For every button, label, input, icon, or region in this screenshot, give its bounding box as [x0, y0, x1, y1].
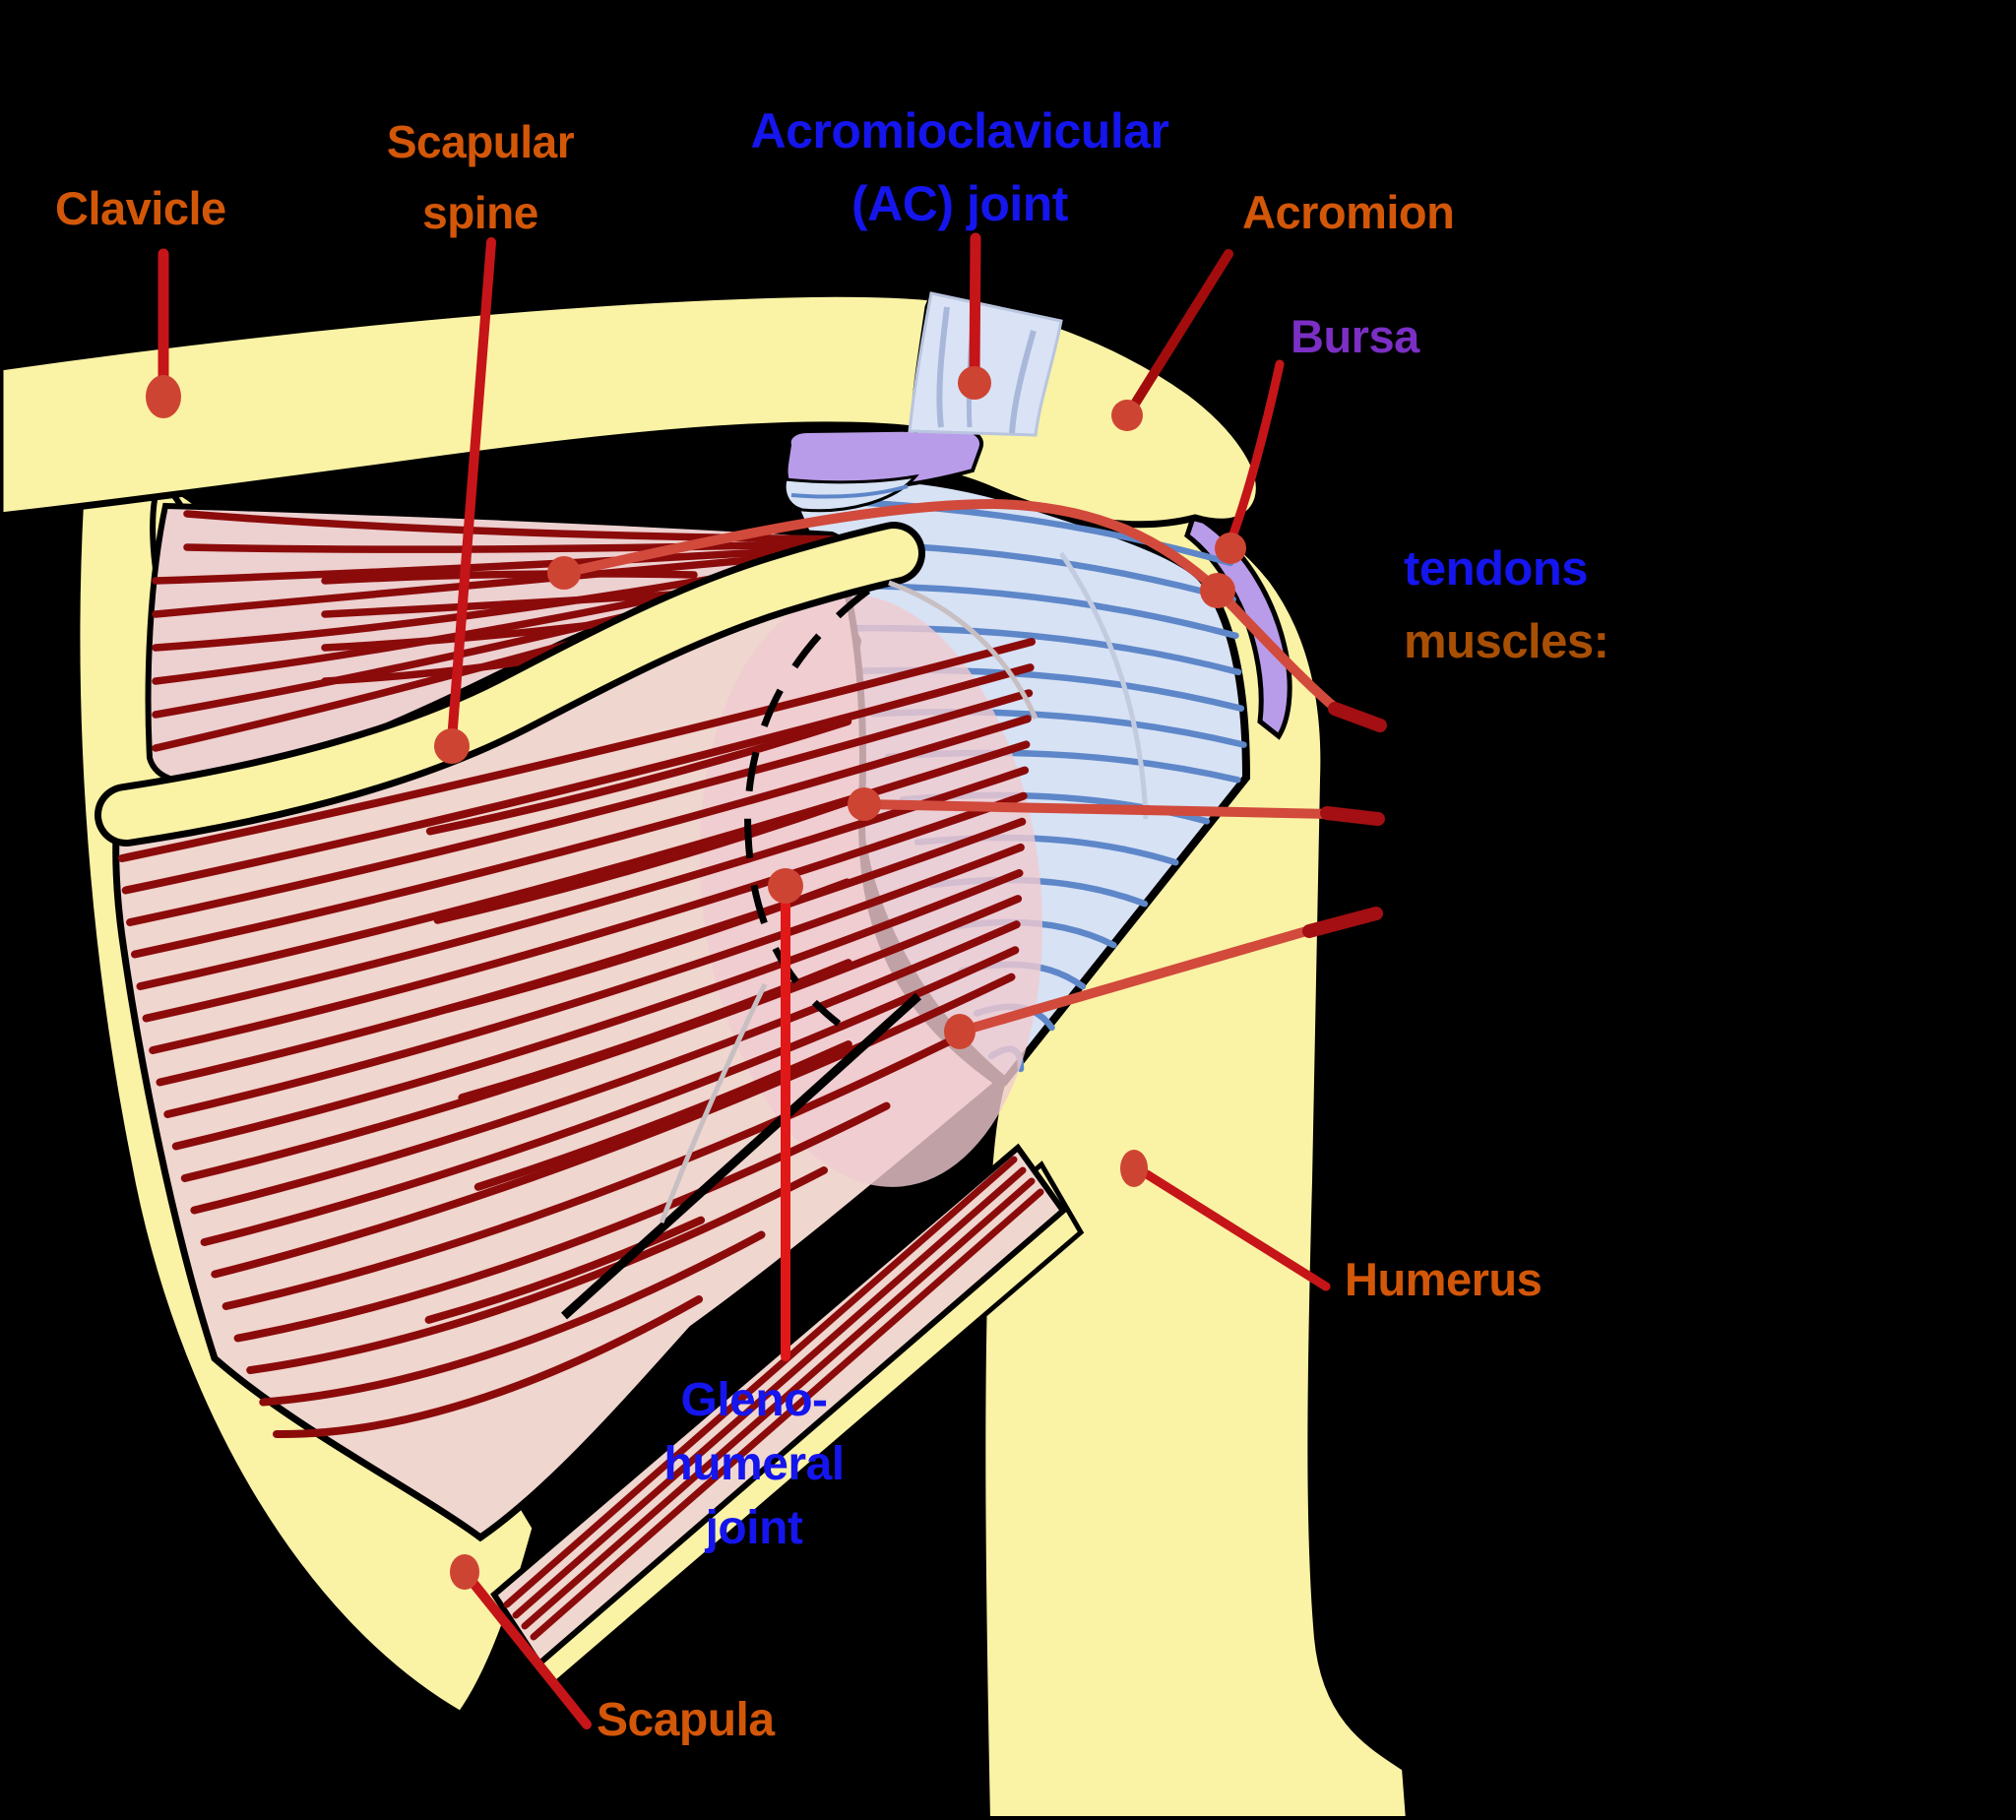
clavicle-dot: [146, 375, 181, 418]
supraspinatus-muscle: [145, 502, 856, 785]
scapular-spine-bone: [94, 522, 925, 847]
glenohumeral-label-line3: joint: [705, 1502, 803, 1554]
ac-joint-pointer: [969, 232, 981, 380]
bursa-dot: [1215, 533, 1246, 564]
tendons-label: tendons: [1404, 542, 1589, 596]
cuff-lower-dot: [944, 1014, 976, 1049]
scapular-spine-label: Scapular spine: [338, 106, 623, 248]
acromion-dot: [1111, 400, 1143, 431]
glenohumeral-label: Gleno- humeral joint: [606, 1368, 902, 1560]
humerus-dot: [1120, 1150, 1148, 1187]
ac-joint-label-line2: (AC) joint: [851, 176, 1068, 231]
bursa-pointer: [1227, 359, 1285, 544]
scapula-dot: [450, 1554, 479, 1590]
humerus-label: Humerus: [1345, 1253, 1543, 1305]
tendon-pointer-2: [859, 799, 1336, 819]
scapular-spine-dot: [434, 728, 470, 764]
muscles-label: muscles:: [1404, 615, 1609, 668]
glenohumeral-label-line1: Gleno-: [680, 1374, 829, 1426]
supraspinatus-dot: [547, 556, 581, 590]
ac-joint-cartilage: [908, 291, 1063, 437]
scapular-spine-pointer: [447, 237, 496, 745]
subacromial-bursa: [783, 426, 983, 513]
bursa-label: Bursa: [1291, 310, 1419, 362]
glenohumeral-capsule: [659, 580, 1039, 1224]
scapular-spine-label-line1: Scapular: [386, 116, 575, 167]
tendon-pointer-1: [559, 498, 1344, 716]
teres-muscle-band: [490, 1143, 1068, 1668]
ac-joint-dot: [958, 366, 991, 400]
scapular-spine-label-line2: spine: [422, 187, 538, 238]
acromion-pointer: [1127, 249, 1233, 413]
scapula-pointer: [467, 1576, 592, 1729]
pointer-lines: [158, 232, 1387, 1729]
pointer-dots: [146, 366, 1246, 1590]
tendon-pointer-3: [955, 924, 1318, 1036]
ac-joint-label-line1: Acromioclavicular: [750, 103, 1169, 158]
glenohumeral-dot: [768, 868, 803, 904]
humerus-pointer: [1142, 1169, 1331, 1291]
glenohumeral-label-line2: humeral: [663, 1438, 845, 1490]
tendon-dot: [1200, 573, 1235, 608]
cuff-center-dot: [848, 787, 881, 821]
scapula-label: Scapula: [597, 1694, 775, 1746]
bursa-strip: [1184, 511, 1292, 740]
clavicle-label: Clavicle: [55, 182, 226, 234]
ac-joint-label: Acromioclavicular (AC) joint: [724, 94, 1196, 240]
acromion-label: Acromion: [1242, 186, 1455, 238]
